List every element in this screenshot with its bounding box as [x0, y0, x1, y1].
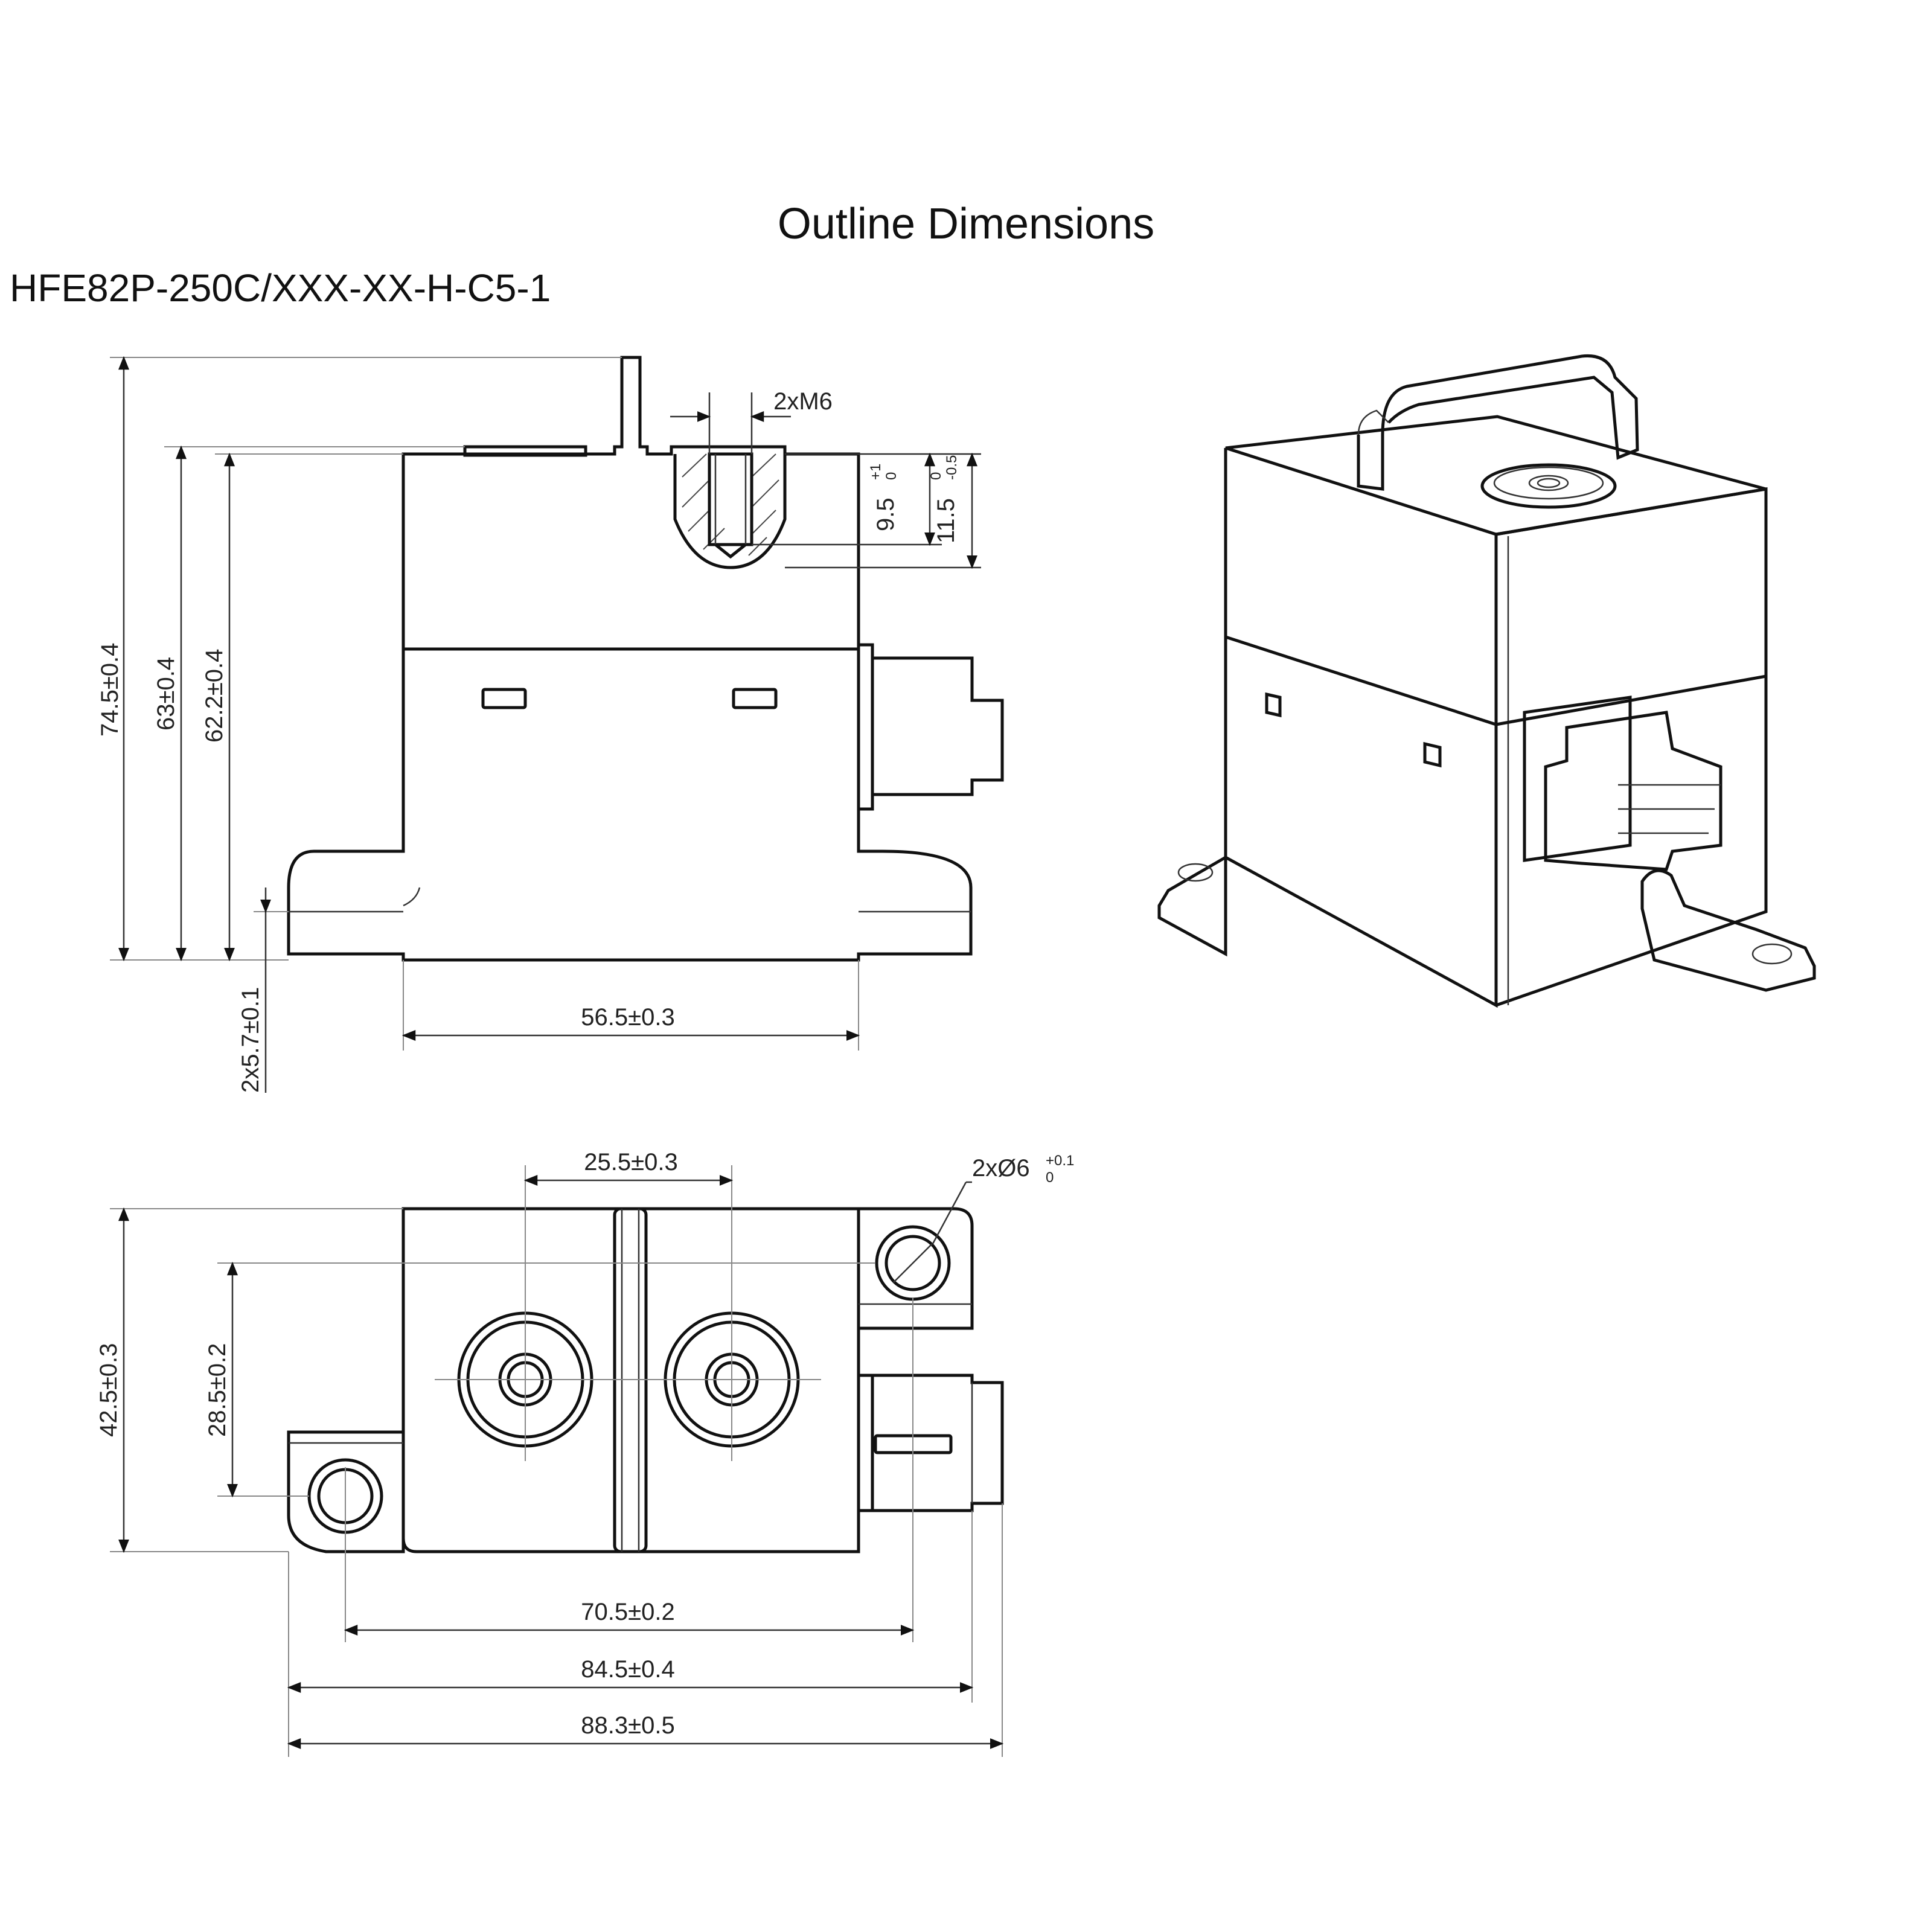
dim-flange-length: 84.5±0.4: [581, 1656, 674, 1683]
isometric-view: [1157, 354, 1816, 1008]
label-hole-size: 2xØ6: [972, 1155, 1030, 1182]
dim-flange-thickness: 2x5.7±0.1: [237, 987, 264, 1093]
top-view: 25.5±0.3 2xØ6 +0.1 0 42.5±0.3 28.5±0.2: [95, 1149, 1074, 1757]
label-thread-size: 2xM6: [773, 388, 833, 415]
relay-body-front: [287, 356, 973, 962]
dim-terminal-pitch: 25.5±0.3: [584, 1149, 677, 1176]
dim-hole-pitch: 70.5±0.2: [581, 1599, 674, 1625]
svg-text:0: 0: [1046, 1169, 1054, 1186]
front-view: 2xM6 9.5 +1 0 11.5 0 -0.5: [97, 356, 1004, 1093]
svg-text:-0.5: -0.5: [944, 455, 960, 480]
svg-text:0: 0: [883, 472, 900, 480]
svg-text:0: 0: [928, 472, 944, 480]
dim-depth-total: 42.5±0.3: [95, 1343, 122, 1437]
dim-height-body: 63±0.4: [153, 657, 179, 731]
dim-height-flange: 62.2±0.4: [201, 649, 228, 743]
svg-text:+1: +1: [868, 464, 884, 480]
dim-overall-length: 88.3±0.5: [581, 1712, 674, 1739]
page-title: Outline Dimensions: [777, 200, 1155, 248]
dim-width: 56.5±0.3: [581, 1004, 674, 1031]
dim-boss-depth: 11.5: [933, 498, 959, 543]
svg-text:+0.1: +0.1: [1046, 1153, 1074, 1169]
dim-hole-offset: 28.5±0.2: [204, 1343, 231, 1437]
dim-thread-depth: 9.5: [872, 497, 899, 531]
model-number: HFE82P-250C/XXX-XX-H-C5-1: [10, 266, 551, 310]
thread-section-hatch: [682, 453, 779, 556]
dim-height-total: 74.5±0.4: [97, 643, 123, 737]
